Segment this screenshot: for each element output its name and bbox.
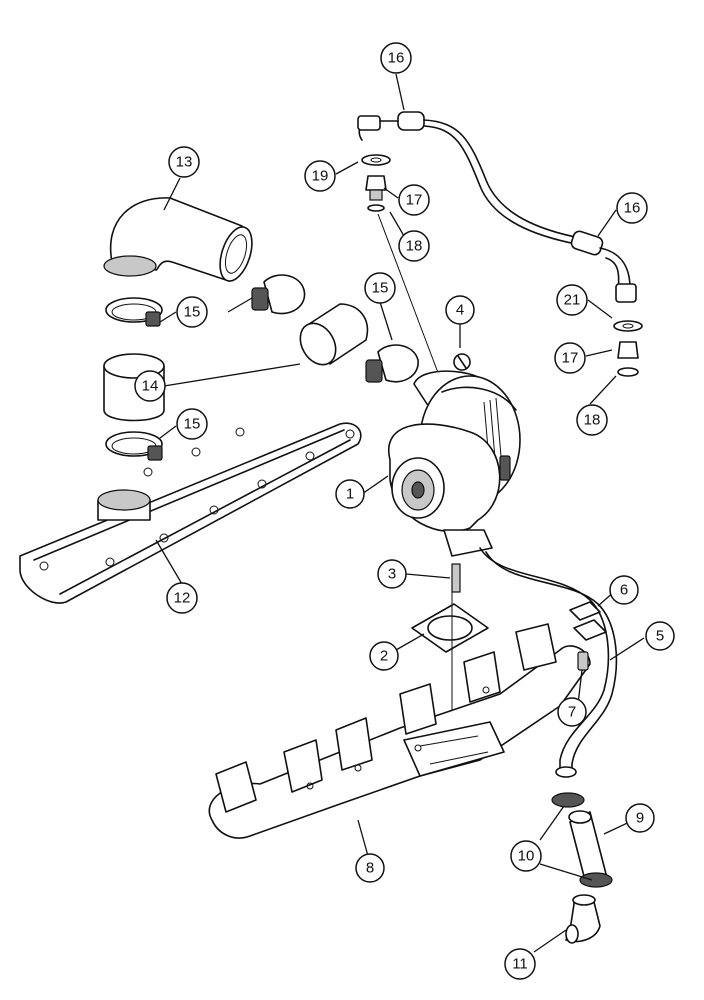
callout-16a-label: 16 — [388, 50, 405, 67]
callout-21: 21 — [556, 284, 588, 316]
center-line-oil — [377, 213, 441, 379]
callout-21-label: 21 — [564, 292, 581, 309]
callout-18-right: 18 — [576, 404, 608, 436]
callout-15c-label: 15 — [184, 416, 201, 433]
callout-12: 12 — [166, 582, 198, 614]
callout-16-right: 16 — [616, 192, 648, 224]
clamp-15-upper — [251, 274, 306, 315]
clamp-15-center — [365, 344, 419, 383]
callout-15b-label: 15 — [372, 280, 389, 297]
callout-8: 8 — [355, 853, 385, 883]
callout-6-label: 6 — [620, 582, 628, 599]
callout-10-label: 10 — [518, 848, 535, 865]
callout-19-label: 19 — [312, 168, 329, 185]
callout-12-label: 12 — [174, 590, 191, 607]
gasket-2 — [411, 603, 489, 653]
stud-3 — [451, 563, 461, 593]
callout-18b-label: 18 — [584, 412, 601, 429]
callout-10: 10 — [510, 840, 542, 872]
callout-1: 1 — [335, 479, 365, 509]
callout-2: 2 — [369, 641, 399, 671]
callout-4-label: 4 — [456, 302, 464, 319]
callout-17a-label: 17 — [406, 192, 423, 209]
callout-19: 19 — [304, 160, 336, 192]
callout-5: 5 — [645, 621, 675, 651]
callout-6: 6 — [609, 575, 639, 605]
callout-15-center: 15 — [364, 272, 396, 304]
clamp-15-left — [105, 297, 163, 327]
callout-2-label: 2 — [380, 648, 388, 665]
fitting-19 — [361, 154, 391, 166]
callout-9-label: 9 — [636, 810, 644, 827]
callout-3: 3 — [377, 559, 407, 589]
hose-14-right — [299, 303, 369, 366]
callout-13: 13 — [168, 146, 200, 178]
callout-3-label: 3 — [388, 566, 396, 583]
callout-17-right: 17 — [554, 342, 586, 374]
callout-15-upper-left: 15 — [176, 296, 208, 328]
callout-13-label: 13 — [176, 154, 193, 171]
callout-18a-label: 18 — [406, 238, 423, 255]
callout-17-upper: 17 — [398, 184, 430, 216]
fitting-21-17-18-lower — [613, 320, 643, 377]
intake-manifold-12 — [19, 422, 362, 604]
callout-16-upper: 16 — [380, 42, 412, 74]
callout-14-label: 14 — [142, 378, 159, 395]
callout-17b-label: 17 — [562, 350, 579, 367]
callout-1-label: 1 — [346, 486, 354, 503]
elbow-11 — [565, 894, 601, 944]
clamp-10-upper — [551, 792, 585, 808]
callout-15-lower-left: 15 — [176, 408, 208, 440]
callout-5-label: 5 — [656, 628, 664, 645]
exhaust-manifold-8 — [208, 623, 591, 839]
callout-7: 7 — [557, 697, 587, 727]
leader-lines — [155, 73, 645, 953]
fitting-17-upper — [365, 175, 387, 212]
callout-7-label: 7 — [568, 704, 576, 721]
turbocharger-1 — [387, 353, 521, 557]
callout-9: 9 — [625, 803, 655, 833]
oil-drain-line — [479, 547, 618, 778]
callout-16b-label: 16 — [624, 200, 641, 217]
callout-11-label: 11 — [512, 956, 528, 973]
callout-15a-label: 15 — [184, 304, 201, 321]
clamp-15-lower — [105, 431, 163, 461]
callout-18-upper: 18 — [398, 230, 430, 262]
elbow-pipe-13 — [103, 197, 253, 282]
callout-14: 14 — [134, 370, 166, 402]
callout-8-label: 8 — [366, 860, 374, 877]
callout-11: 11 — [504, 948, 536, 980]
callout-4: 4 — [445, 295, 475, 325]
oil-feed-line — [357, 111, 637, 303]
clamp-10-lower — [579, 872, 613, 888]
